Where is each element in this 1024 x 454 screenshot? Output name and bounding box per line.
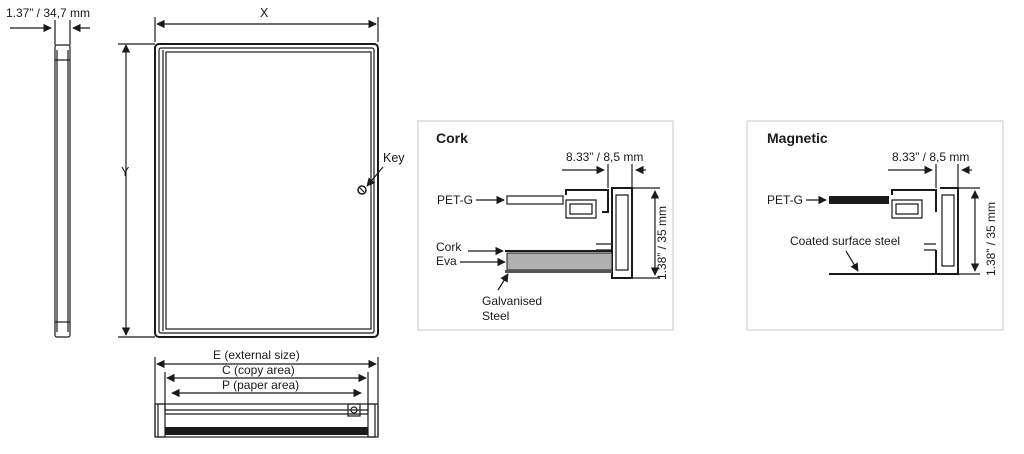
door-panel bbox=[165, 51, 372, 330]
magnetic-panel-border bbox=[746, 120, 1004, 331]
magnetic-frame-profile bbox=[891, 187, 959, 275]
side-thickness-label: 1.37” / 34,7 mm bbox=[6, 6, 90, 20]
bottom-lock-housing bbox=[347, 403, 361, 417]
magnetic-rail-lines bbox=[924, 243, 936, 251]
outer-frame bbox=[154, 43, 379, 338]
eva-layer-label: Eva bbox=[436, 254, 457, 268]
copy-area-label: C (copy area) bbox=[222, 363, 295, 377]
galvanised-steel-layer bbox=[505, 270, 612, 273]
bottom-profile-left-end bbox=[157, 403, 166, 438]
cork-petg-sheet bbox=[506, 195, 564, 205]
paper-area-label: P (paper area) bbox=[222, 378, 299, 392]
magnetic-width-dim: 8.33” / 8,5 mm bbox=[892, 150, 969, 164]
bottom-lock-icon bbox=[350, 406, 358, 414]
galvanised-steel-arrow bbox=[497, 273, 509, 291]
side-profile bbox=[54, 44, 71, 338]
cork-frame-profile bbox=[565, 187, 633, 279]
eva-layer bbox=[506, 252, 613, 271]
magnetic-detail-panel: Magnetic 8.33” / 8,5 mm 1.38” / 35 mm PE… bbox=[746, 120, 1004, 331]
external-size-label: E (external size) bbox=[213, 348, 300, 362]
coated-steel-arrow bbox=[845, 250, 859, 272]
magnetic-petg-sheet bbox=[829, 196, 889, 204]
frame-inner-edge bbox=[158, 47, 375, 334]
cork-frame-channel bbox=[615, 194, 629, 271]
side-view: 1.37” / 34,7 mm bbox=[6, 6, 90, 338]
cork-panel-border bbox=[417, 120, 674, 331]
front-view: X Y Key bbox=[118, 6, 405, 338]
magnetic-clip-inner bbox=[895, 203, 919, 215]
bottom-back-panel bbox=[165, 427, 368, 435]
key-leader-arrow bbox=[366, 166, 384, 187]
width-label: X bbox=[260, 6, 269, 20]
cork-height-dim: 1.38” / 35 mm bbox=[655, 206, 669, 280]
bottom-view: E (external size) C (copy area) P (paper… bbox=[154, 348, 379, 438]
magnetic-clip bbox=[891, 199, 923, 219]
magnetic-frame-channel bbox=[941, 194, 955, 267]
magnetic-title: Magnetic bbox=[767, 130, 828, 146]
cork-width-dim: 8.33” / 8,5 mm bbox=[566, 150, 643, 164]
height-label: Y bbox=[121, 165, 130, 179]
galvanised-label-line2: Steel bbox=[482, 309, 509, 323]
cork-layer-label: Cork bbox=[436, 240, 462, 254]
lock-slot bbox=[359, 187, 365, 193]
key-label: Key bbox=[383, 151, 405, 165]
cork-title: Cork bbox=[436, 130, 468, 146]
cork-clip-inner bbox=[569, 203, 593, 215]
bottom-profile-outline bbox=[154, 403, 379, 438]
bottom-profile-right-end bbox=[367, 403, 376, 438]
galvanised-label-line1: Galvanised bbox=[482, 294, 542, 308]
magnetic-petg-label: PET-G bbox=[767, 193, 803, 207]
cork-petg-label: PET-G bbox=[437, 193, 473, 207]
coated-steel-label: Coated surface steel bbox=[790, 234, 900, 248]
cork-clip bbox=[565, 199, 597, 219]
magnetic-height-dim: 1.38” / 35 mm bbox=[984, 202, 998, 276]
cork-detail-panel: Cork 8.33” / 8,5 mm 1.38” / 35 mm PET-G … bbox=[417, 120, 674, 331]
